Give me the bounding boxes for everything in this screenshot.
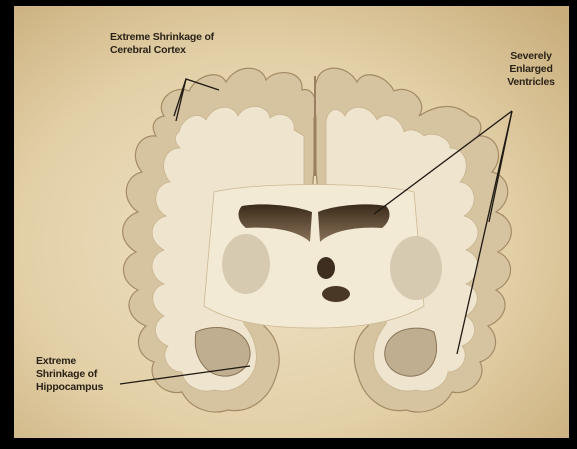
right-basal-ganglia bbox=[390, 236, 442, 300]
label-cerebral-cortex: Extreme Shrinkage of Cerebral Cortex bbox=[110, 31, 214, 57]
brain-illustration: Extreme Shrinkage of Cerebral Cortex Sev… bbox=[14, 6, 569, 438]
left-basal-ganglia bbox=[222, 234, 270, 294]
third-ventricle bbox=[317, 257, 335, 279]
label-hippocampus: Extreme Shrinkage of Hippocampus bbox=[36, 355, 103, 394]
label-enlarged-ventricles: Severely Enlarged Ventricles bbox=[496, 50, 566, 89]
